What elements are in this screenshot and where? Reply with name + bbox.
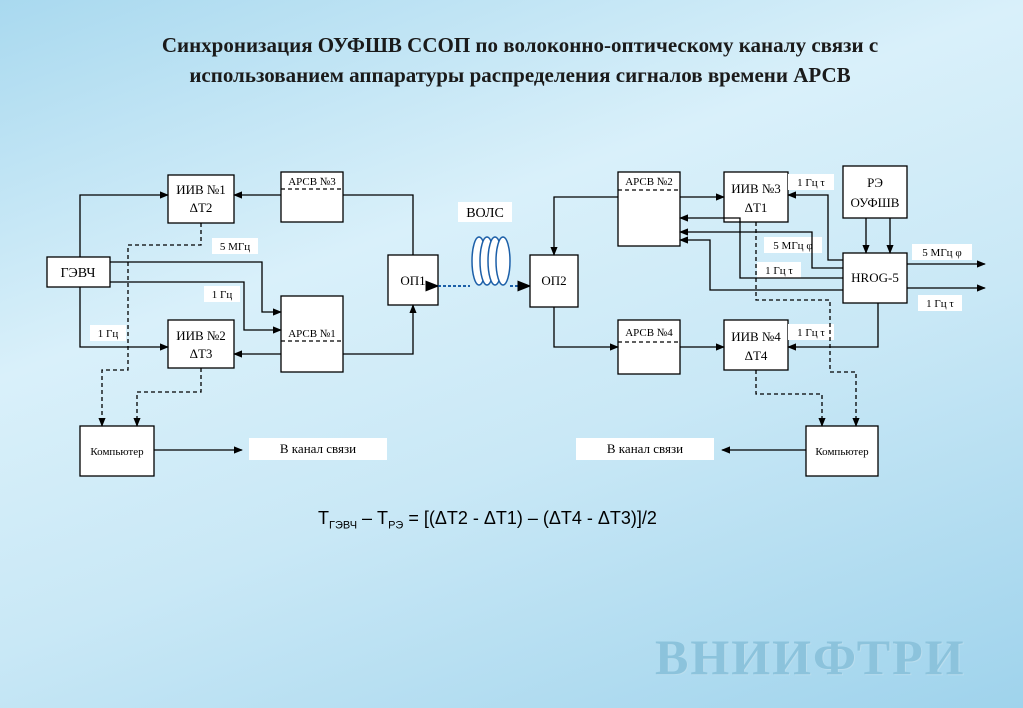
arsv4-label: АРСВ №4 — [625, 327, 673, 339]
formula-subscript-gevch: ГЭВЧ — [329, 519, 358, 532]
computer-left-label: Компьютер — [90, 446, 144, 458]
arsv1-block — [280, 295, 344, 373]
arsv1-label: АРСВ №1 — [288, 328, 336, 340]
iiv1-delta: ΔТ2 — [190, 200, 213, 215]
hrog5-label: HROG-5 — [851, 270, 899, 285]
title-line-1: Синхронизация ОУФШВ ССОП по волоконно-оп… — [161, 33, 879, 57]
computer-right-block — [805, 425, 879, 477]
label-1hz-left-b: 1 Гц — [98, 328, 119, 340]
label-1hz-left-a: 1 Гц — [212, 289, 233, 301]
re-label: РЭ — [867, 175, 883, 190]
iiv4-delta: ΔТ4 — [745, 348, 768, 363]
arsv2-block — [617, 171, 681, 247]
computer-left-block — [79, 425, 155, 477]
iiv1-label: ИИВ №1 — [176, 182, 226, 197]
title-line-2: использованием аппаратуры распределения … — [189, 63, 851, 87]
hrog5-block — [842, 252, 908, 304]
iiv2-label: ИИВ №2 — [176, 328, 226, 343]
iiv2-block — [167, 319, 235, 369]
formula-subscript-re: РЭ — [388, 519, 404, 532]
label-1hz-tau-top: 1 Гц τ — [797, 177, 825, 189]
gevch-block — [46, 256, 111, 288]
arsv4-block — [617, 319, 681, 375]
op2-label: ОП2 — [541, 273, 566, 288]
re-oufshv-block — [842, 165, 908, 219]
vols-label-box — [458, 202, 512, 222]
label-5mhz-phi: 5 МГц φ — [773, 240, 812, 252]
iiv3-label: ИИВ №3 — [731, 181, 781, 196]
computer-right-label: Компьютер — [815, 446, 869, 458]
channel-left-label: В канал связи — [280, 441, 356, 456]
page-title: Синхронизация ОУФШВ ССОП по волоконно-оп… — [60, 30, 980, 90]
gevch-label: ГЭВЧ — [60, 266, 95, 281]
channel-right-label: В канал связи — [607, 441, 683, 456]
iiv4-label: ИИВ №4 — [731, 329, 781, 344]
label-1hz-tau-low: 1 Гц τ — [797, 327, 825, 339]
label-5mhz-left: 5 МГц — [220, 241, 250, 253]
iiv3-delta: ΔТ1 — [745, 200, 768, 215]
arsv3-block — [280, 171, 344, 223]
iiv1-block — [167, 174, 235, 224]
time-difference-formula: ТГЭВЧ – ТРЭ = [(ΔТ2 - ΔТ1) – (ΔТ4 - ΔТ3)… — [318, 508, 657, 532]
iiv4-block — [723, 319, 789, 371]
arsv3-label: АРСВ №3 — [288, 176, 336, 188]
arsv2-label: АРСВ №2 — [625, 176, 673, 188]
vols-label: ВОЛС — [466, 206, 504, 221]
label-out-5mhz: 5 МГц φ — [922, 247, 961, 259]
fiber-coil-icon — [471, 236, 511, 286]
channel-right-box — [576, 438, 714, 460]
op1-label: ОП1 — [400, 273, 425, 288]
iiv3-block — [723, 171, 789, 223]
label-out-1hz: 1 Гц τ — [926, 298, 954, 310]
iiv2-delta: ΔТ3 — [190, 346, 213, 361]
label-1hz-tau-mid: 1 Гц τ — [765, 265, 793, 277]
channel-left-box — [249, 438, 387, 460]
vniiftri-watermark-logo: ВНИИФТРИ — [655, 629, 966, 685]
oufshv-label: ОУФШВ — [851, 195, 900, 210]
